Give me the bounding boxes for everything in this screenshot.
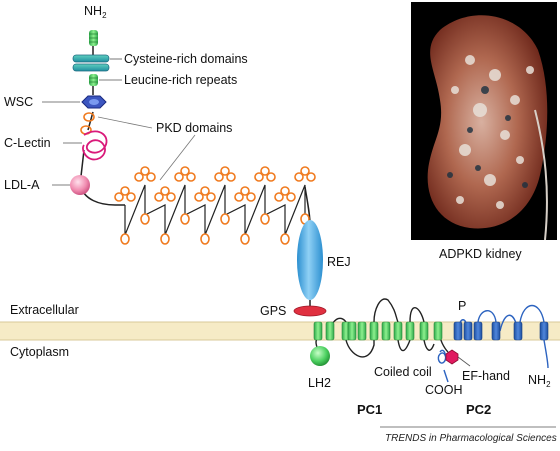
pc1-helix	[369, 321, 379, 341]
cysteine-rich-domains	[72, 54, 110, 72]
kidney-photo	[411, 2, 557, 241]
rej-label: REJ	[327, 255, 351, 269]
pc1-transmembrane-helices	[313, 321, 443, 341]
pc2-helix	[491, 321, 501, 341]
pc2-loops	[457, 304, 549, 369]
pc2-label: PC2	[466, 402, 491, 417]
pc1-helix	[325, 321, 335, 341]
cooh-label: COOH	[425, 383, 463, 397]
extracellular-label: Extracellular	[10, 303, 79, 317]
pc2-helix	[453, 321, 463, 341]
c-lectin-domain	[82, 130, 108, 161]
pc1-label: PC1	[357, 402, 382, 417]
leucine-rich-repeats-top	[89, 30, 98, 46]
ldl-a-label: LDL-A	[4, 178, 40, 192]
pc1-helix	[357, 321, 367, 341]
pkd-domain	[254, 166, 276, 225]
leucine-label: Leucine-rich repeats	[124, 73, 237, 87]
pc1-helix	[393, 321, 403, 341]
pkd-domain	[214, 166, 236, 225]
photo-caption: ADPKD kidney	[439, 247, 522, 261]
journal-credit: TRENDS in Pharmacological Sciences	[385, 433, 557, 444]
ef-hand-label: EF-hand	[462, 369, 510, 383]
pc2-helix	[539, 321, 549, 341]
pc2-transmembrane-helices	[453, 321, 549, 341]
pc2-helix	[513, 321, 523, 341]
pc1-helix	[405, 321, 415, 341]
nh2-top-label: NH2	[84, 4, 107, 20]
pc1-helix	[419, 321, 429, 341]
pc2-helix	[473, 321, 483, 341]
pc2-helix	[463, 321, 473, 341]
pkd-domain	[234, 186, 256, 245]
pkd-domain	[174, 166, 196, 225]
coiled-coil	[437, 349, 449, 383]
ldl-a-domain	[70, 175, 90, 195]
gps-label: GPS	[260, 304, 286, 318]
pkd-linker	[124, 184, 306, 236]
pc1-helix	[433, 321, 443, 341]
pkd-domain	[154, 186, 176, 245]
pkd-domain	[274, 186, 296, 245]
pkd-domain	[134, 166, 156, 225]
nh2-right-label: NH2	[528, 373, 551, 389]
lh2-domain	[310, 346, 330, 366]
pc1-helix	[381, 321, 391, 341]
pkd-domain	[114, 186, 136, 245]
cytoplasm-label: Cytoplasm	[10, 345, 69, 359]
cysteine-label: Cysteine-rich domains	[124, 52, 248, 66]
pc1-helix	[347, 321, 357, 341]
ef-hand-domain	[445, 349, 459, 365]
rej-domain	[297, 220, 323, 300]
pkd-domains-label: PKD domains	[156, 121, 232, 135]
coiled-coil-label: Coiled coil	[374, 365, 432, 379]
p-label: P	[458, 299, 466, 313]
lh2-label: LH2	[308, 376, 331, 390]
pkd-domain-chain	[114, 166, 316, 245]
gps-domain	[293, 305, 327, 317]
pkd-domain	[194, 186, 216, 245]
wsc-label: WSC	[4, 95, 33, 109]
c-lectin-label: C-Lectin	[4, 136, 51, 150]
leucine-rich-repeats-bottom	[89, 74, 98, 86]
pc1-helix	[313, 321, 323, 341]
pkd-domain	[294, 166, 316, 225]
